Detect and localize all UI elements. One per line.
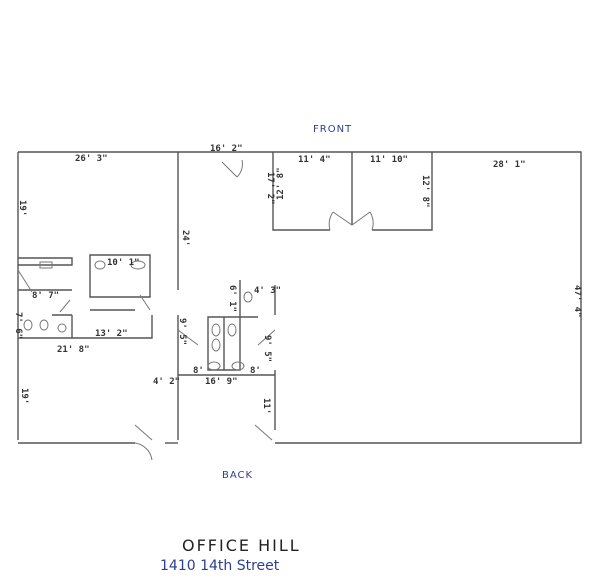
dim-24: 24' <box>180 230 190 246</box>
plan-title: OFFICE HILL <box>182 536 301 555</box>
dim-8-left: 8' <box>193 366 204 376</box>
dim-19-top: 19' <box>17 200 27 216</box>
dim-8-right: 8' <box>250 366 261 376</box>
dim-8-7: 8' 7" <box>32 291 59 301</box>
dim-13-2: 13' 2" <box>95 329 128 339</box>
dim-7-6: 7' 6" <box>13 312 23 339</box>
dim-6-1: 6' 1" <box>227 285 237 312</box>
dim-4-3: 4' 3" <box>254 286 281 296</box>
front-label: FRONT <box>313 124 352 135</box>
dim-11: 11' <box>261 398 271 414</box>
dim-12-8-left: 12' 8" <box>276 167 286 200</box>
address: 1410 14th Street <box>160 558 280 574</box>
dim-4-2: 4' 2" <box>153 377 180 387</box>
dim-16-9: 16' 9" <box>205 377 238 387</box>
dim-11-10: 11' 10" <box>370 155 408 165</box>
doors <box>17 159 374 461</box>
bathroom-fixtures <box>23 260 253 371</box>
back-label: BACK <box>222 470 253 481</box>
dim-47-4: 47' 4" <box>572 285 582 318</box>
walls <box>17 151 582 461</box>
dim-26-3: 26' 3" <box>75 154 108 164</box>
dim-9-5-right: 9' 5" <box>262 335 272 362</box>
dim-9-5-left: 9' 5" <box>177 318 187 345</box>
dimension-labels: 26' 3" 19' 16' 2" 17' 2" 12' 8" 24' 10' … <box>13 144 582 414</box>
dim-21-8: 21' 8" <box>57 345 90 355</box>
dim-16-2: 16' 2" <box>210 144 243 154</box>
dim-28-1: 28' 1" <box>493 160 526 170</box>
dim-12-8-right: 12' 8" <box>420 175 430 208</box>
dim-11-4: 11' 4" <box>298 155 331 165</box>
dim-19-bottom: 19' <box>19 388 29 404</box>
dim-10-1: 10' 1" <box>107 258 140 268</box>
dim-17-2: 17' 2" <box>265 172 275 205</box>
